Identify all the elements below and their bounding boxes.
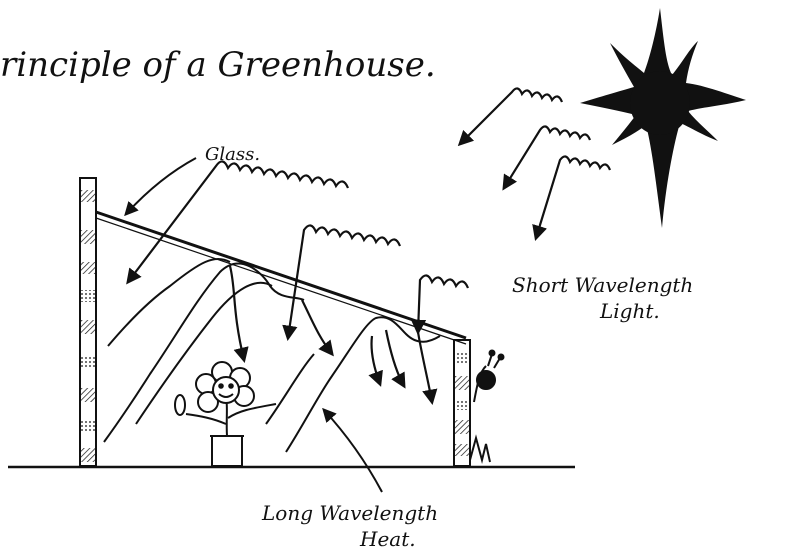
- snail-icon: [470, 351, 504, 463]
- short-wavelength-label: Short Wavelength: [512, 273, 693, 297]
- glass-roof: [96, 212, 466, 344]
- long-wavelength-label: Long Wavelength: [261, 501, 438, 525]
- right-wall: [454, 340, 470, 466]
- sun-icon: [580, 8, 746, 228]
- light-label: Light.: [599, 299, 660, 323]
- heat-label: Heat.: [359, 527, 416, 551]
- left-wall: [80, 178, 96, 466]
- diagram-title: rinciple of a Greenhouse.: [0, 45, 436, 85]
- heat-pointer-arrow: [324, 410, 382, 492]
- glass-label: Glass.: [205, 144, 260, 165]
- flower-icon: [175, 362, 276, 466]
- short-wave-rays: [460, 88, 610, 238]
- long-wave-heat-curves: [104, 259, 440, 452]
